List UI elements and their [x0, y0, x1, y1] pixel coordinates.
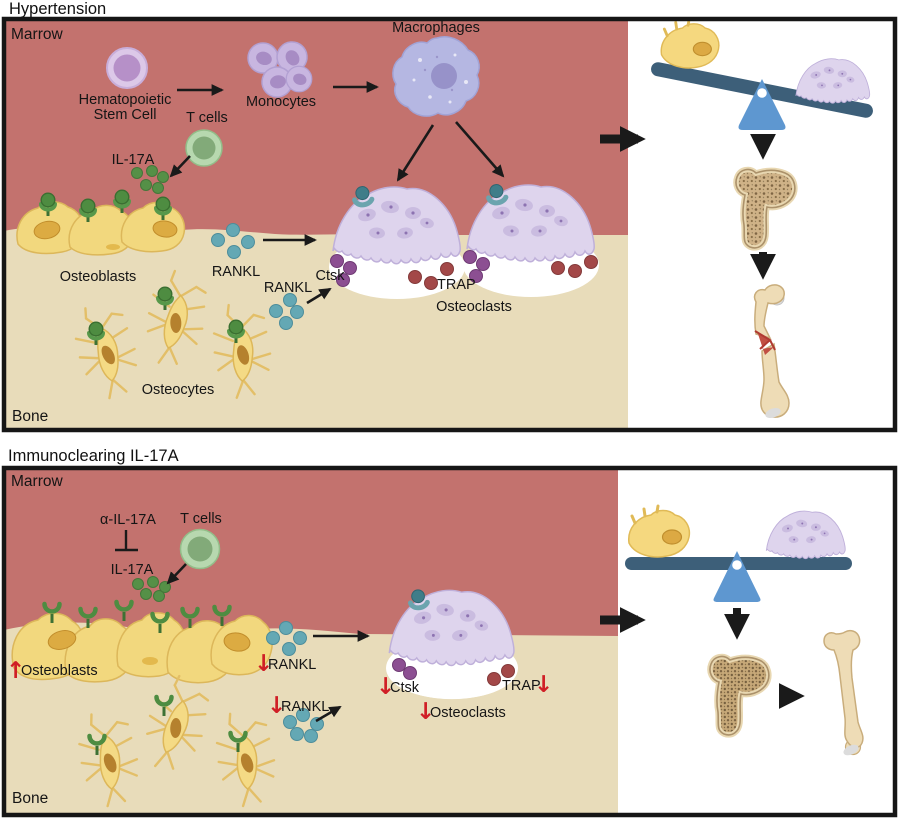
rankl-lower-label-2: RANKL — [281, 699, 329, 715]
anti-il17a-label: α-IL-17A — [100, 512, 156, 528]
osteoblasts-label-2: Osteoblasts — [21, 663, 98, 679]
bone-label-1: Bone — [12, 408, 48, 425]
rankl-upper-label-2: RANKL — [268, 657, 316, 673]
rankl-upper-label: RANKL — [212, 264, 260, 280]
ctsk-label-2: Ctsk — [390, 680, 420, 696]
macrophage-icon — [392, 36, 480, 117]
fulcrum-hole — [757, 88, 767, 98]
panel-immunoclearing: Immunoclearing IL-17A α-IL-17A IL-17A T … — [1, 447, 898, 818]
down-indicator-osteoclasts: ↓ — [416, 699, 435, 725]
arrow-macrophage-to-osteoclast2 — [455, 121, 505, 178]
marrow-label-1: Marrow — [11, 26, 63, 43]
down-indicator-trap: ↓ — [534, 672, 553, 698]
arrow-macrophage-to-osteoclast1 — [396, 124, 435, 182]
inhibition-bar-icon — [115, 530, 138, 552]
t-cell-icon-2 — [179, 528, 221, 570]
osteoblasts-icon-2 — [11, 602, 273, 684]
osteoblasts-label: Osteoblasts — [60, 269, 137, 285]
hematopoietic-stem-cell-icon — [106, 47, 148, 89]
seesaw-fulcrum-icon — [713, 551, 761, 602]
osteoblast-on-seesaw-icon — [659, 18, 721, 70]
panel1-border — [1, 16, 898, 433]
osteocytes-label: Osteocytes — [142, 382, 215, 398]
t-cells-label: T cells — [186, 110, 228, 126]
down-indicator-ctsk: ↓ — [376, 674, 395, 700]
ctsk-label: Ctsk — [316, 268, 346, 284]
arrow-tcell-to-il17a-2 — [166, 563, 187, 585]
hsc-label-1: Hematopoietic — [79, 92, 172, 108]
osteoclast-on-seesaw-icon — [765, 510, 846, 560]
seesaw-balanced-icon — [625, 504, 852, 602]
fractured-femur-icon — [753, 284, 790, 419]
panel1-title: Hypertension — [9, 0, 106, 18]
seesaw-fulcrum-icon — [738, 79, 786, 130]
il17a-label-2: IL-17A — [111, 562, 154, 578]
il17a-label: IL-17A — [112, 152, 155, 168]
seesaw-unbalanced-icon — [651, 18, 873, 130]
down-indicator-rankl-upper: ↓ — [254, 651, 273, 677]
arrow-rankl-to-ctsk — [306, 287, 332, 305]
t-cell-icon — [185, 129, 223, 167]
intact-femur-icon — [823, 629, 864, 756]
osteoblast-on-seesaw-icon — [627, 504, 691, 559]
healthy-femur-icon — [710, 657, 769, 735]
monocytes-label: Monocytes — [246, 94, 316, 110]
osteoclasts-label: Osteoclasts — [436, 299, 512, 315]
trap-label: TRAP — [437, 277, 476, 293]
process-arrows-1 — [169, 81, 505, 305]
bone-label-2: Bone — [12, 790, 48, 807]
panel2-border — [1, 465, 898, 818]
arrow-tcell-to-il17a — [169, 155, 191, 178]
osteoclasts-label-2: Osteoclasts — [430, 705, 506, 721]
panel2-title: Immunoclearing IL-17A — [8, 447, 179, 465]
rankl-lower-label: RANKL — [264, 280, 312, 296]
arrow-rankl-up-2 — [315, 705, 342, 723]
t-cells-label-2: T cells — [180, 511, 222, 527]
osteoclast-on-seesaw-icon — [795, 58, 871, 104]
osteoporotic-femur-icon — [736, 170, 795, 248]
osteoblasts-icon — [16, 188, 186, 256]
down-indicator-rankl-lower: ↓ — [267, 693, 286, 719]
panel-hypertension: Hypertension Hematopoietic Stem Cell Mon… — [1, 0, 898, 433]
up-indicator-osteoblasts: ↑ — [6, 658, 25, 684]
hsc-label-2: Stem Cell — [94, 107, 157, 123]
macrophages-label: Macrophages — [392, 20, 480, 36]
trap-label-2: TRAP — [502, 678, 541, 694]
process-arrows-2 — [166, 563, 370, 723]
fulcrum-hole — [732, 560, 742, 570]
marrow-label-2: Marrow — [11, 473, 63, 490]
